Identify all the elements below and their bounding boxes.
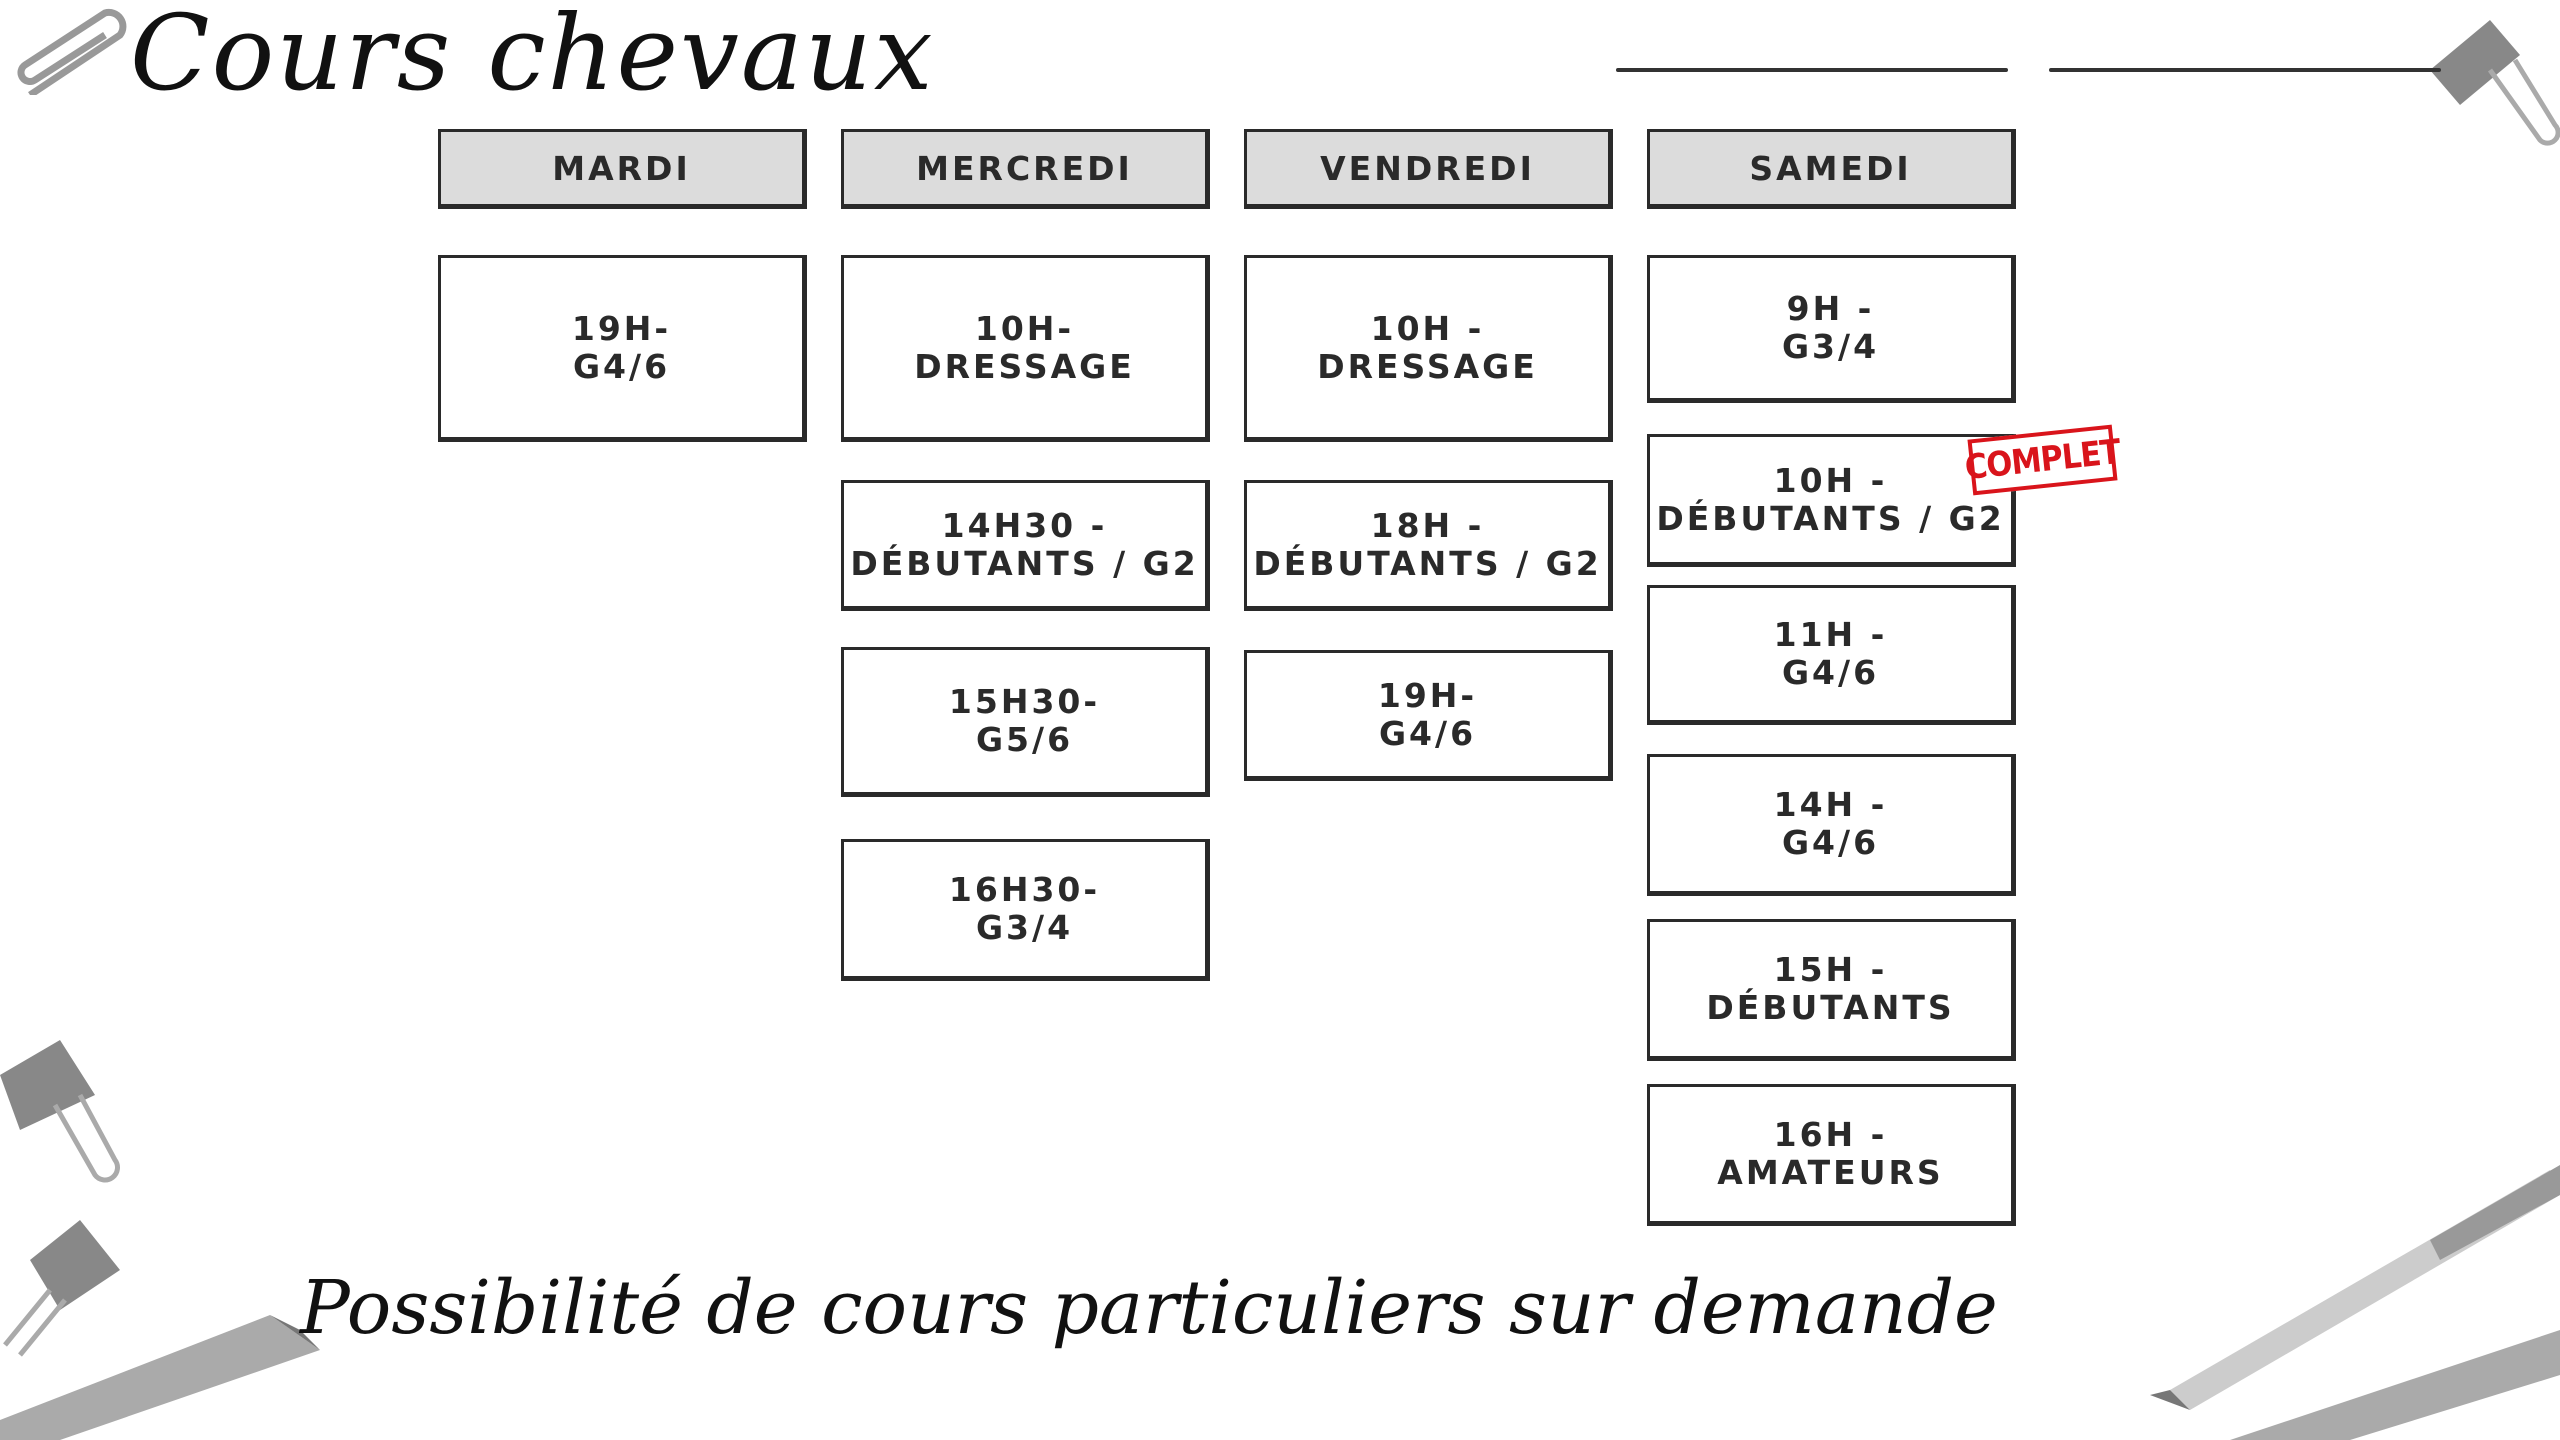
- class-slot: 18H -DÉBUTANTS / G2: [1244, 480, 1613, 611]
- slot-group: G3/4: [1781, 327, 1880, 366]
- divider-line: [2049, 68, 2441, 72]
- day-header-mercredi: MERCREDI: [841, 129, 1210, 209]
- day-header-vendredi: VENDREDI: [1244, 129, 1613, 209]
- binder-clip-icon: [0, 1040, 120, 1183]
- class-slot: 10H -DÉBUTANTS / G2: [1647, 434, 2016, 567]
- class-slot: 19H-G4/6: [1244, 650, 1613, 781]
- slot-time: 10H -: [1773, 460, 1888, 500]
- day-header-mardi: MARDI: [438, 129, 807, 209]
- class-slot: 11H -G4/6: [1647, 585, 2016, 725]
- class-slot: 16H30-G3/4: [841, 839, 1210, 981]
- paperclip-icon: [17, 8, 127, 95]
- slot-time: 16H -: [1773, 1115, 1888, 1154]
- slot-time: 15H -: [1773, 950, 1888, 989]
- divider-line: [1616, 68, 2008, 72]
- slot-time: 18H -: [1370, 505, 1485, 545]
- slot-group: DÉBUTANTS: [1706, 988, 1955, 1027]
- slot-time: 14H30 -: [941, 505, 1108, 545]
- crayon-icon: [0, 1315, 320, 1440]
- slot-group: AMATEURS: [1717, 1153, 1944, 1192]
- slot-time: 10H-: [974, 308, 1075, 348]
- slot-time: 10H -: [1370, 308, 1485, 348]
- class-slot: 14H30 -DÉBUTANTS / G2: [841, 480, 1210, 611]
- footer-note: Possibilité de cours particuliers sur de…: [300, 1265, 1998, 1351]
- slot-time: 16H30-: [948, 870, 1101, 909]
- slot-group: G4/6: [1781, 823, 1880, 862]
- class-slot: 9H -G3/4: [1647, 255, 2016, 403]
- pen-icon: [2150, 1165, 2560, 1440]
- binder-clip-icon: [3, 1220, 120, 1357]
- slot-time: 19H-: [1377, 675, 1478, 715]
- slot-group: G5/6: [975, 720, 1074, 759]
- slot-group: DRESSAGE: [914, 346, 1135, 386]
- slot-time: 9H -: [1786, 289, 1875, 328]
- binder-clip-icon: [2430, 20, 2560, 146]
- slot-group: DRESSAGE: [1317, 346, 1538, 386]
- slot-group: DÉBUTANTS / G2: [1656, 498, 2005, 538]
- class-slot: 10H-DRESSAGE: [841, 255, 1210, 442]
- class-slot: 16H -AMATEURS: [1647, 1084, 2016, 1226]
- class-slot: 14H -G4/6: [1647, 754, 2016, 896]
- slot-group: DÉBUTANTS / G2: [1253, 543, 1602, 583]
- slot-group: G3/4: [975, 908, 1074, 947]
- day-header-samedi: SAMEDI: [1647, 129, 2016, 209]
- slot-group: G4/6: [1378, 713, 1477, 753]
- slot-time: 15H30-: [948, 682, 1101, 721]
- slot-group: G4/6: [1781, 653, 1880, 692]
- class-slot: 15H -DÉBUTANTS: [1647, 919, 2016, 1061]
- page-title: Cours chevaux: [130, 0, 935, 114]
- class-slot: 15H30-G5/6: [841, 647, 1210, 797]
- slot-time: 14H -: [1773, 785, 1888, 824]
- slot-time: 11H -: [1773, 615, 1888, 654]
- slot-group: G4/6: [572, 346, 671, 386]
- slot-group: DÉBUTANTS / G2: [850, 543, 1199, 583]
- class-slot: 10H -DRESSAGE: [1244, 255, 1613, 442]
- slot-time: 19H-: [571, 308, 672, 348]
- class-slot: 19H-G4/6: [438, 255, 807, 442]
